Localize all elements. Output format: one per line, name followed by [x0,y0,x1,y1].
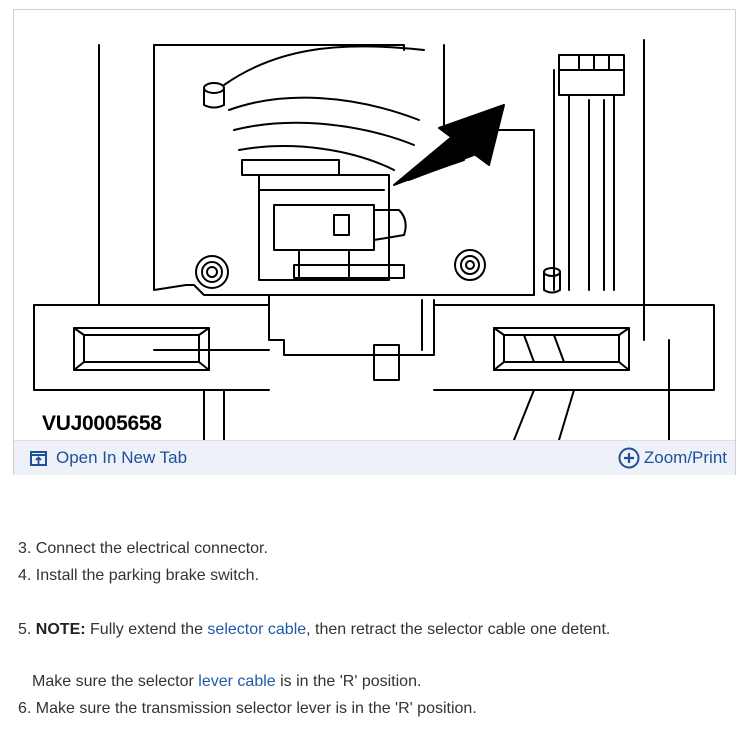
step-text-after: , then retract the selector cable one de… [306,621,611,638]
figure-toolbar: Open In New Tab Zoom/Print [14,440,735,475]
zoom-print-label: Zoom/Print [643,448,727,467]
selector-cable-link[interactable]: selector cable [207,621,307,638]
step-text-after: is in the 'R' position. [275,673,422,690]
step-text: Connect the electrical connector. [35,540,268,557]
zoom-plus-icon [618,447,640,469]
open-new-tab-button[interactable]: Open In New Tab [30,441,187,475]
step-6: 6. Make sure the transmission selector l… [18,700,477,718]
zoom-print-button[interactable]: Zoom/Print [618,441,727,475]
figure-frame: VUJ0005658 Open In New Tab Zoom/Print [13,9,736,475]
note-label: NOTE: [35,621,86,638]
step-5-continued: Make sure the selector lever cable is in… [32,673,421,691]
step-number: 5. [18,621,32,638]
step-4: 4. Install the parking brake switch. [18,567,259,585]
lever-cable-link[interactable]: lever cable [198,673,276,690]
step-number: 3. [18,540,32,557]
step-number: 6. [18,700,32,717]
step-number: 4. [18,567,32,584]
figure-id-label: VUJ0005658 [42,412,162,435]
step-3: 3. Connect the electrical connector. [18,540,268,558]
step-5: 5. NOTE: Fully extend the selector cable… [18,621,610,639]
open-new-tab-label: Open In New Tab [56,448,188,467]
open-new-tab-icon [30,450,47,467]
technical-illustration [33,39,715,440]
step-text: Install the parking brake switch. [35,567,260,584]
step-text-before: Fully extend the [85,621,208,638]
step-text: Make sure the transmission selector leve… [35,700,477,717]
step-text-before: Make sure the selector [32,673,199,690]
